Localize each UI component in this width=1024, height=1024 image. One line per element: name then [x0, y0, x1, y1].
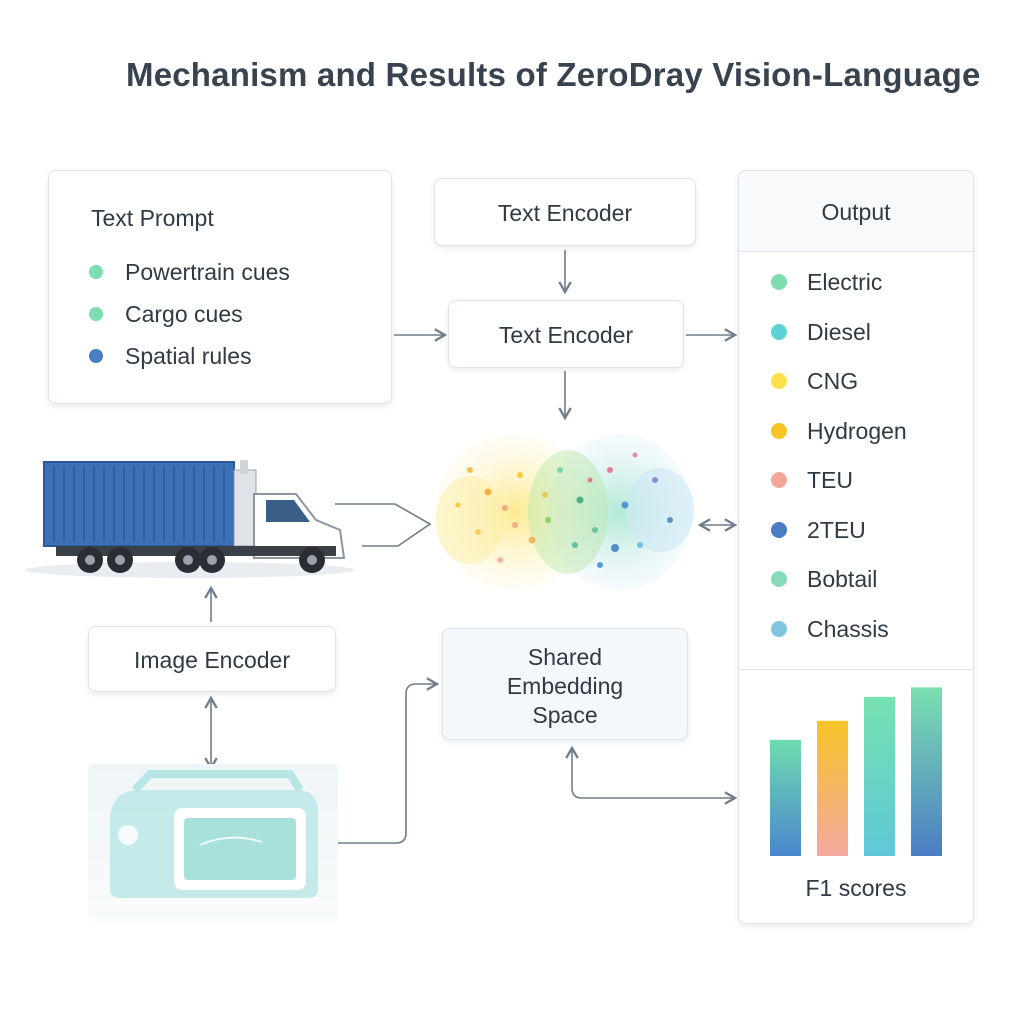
bullet-dot-icon [89, 348, 103, 363]
shared-label-line3: Space [532, 702, 598, 728]
output-item-cng: CNG [771, 368, 858, 395]
arrow-shared-to-chart [565, 745, 738, 805]
f1-bar-2 [817, 720, 848, 856]
output-divider [739, 669, 973, 670]
output-item-diesel: Diesel [771, 319, 871, 346]
bullet-dot-icon [771, 521, 787, 538]
diagram-title: Mechanism and Results of ZeroDray Vision… [126, 56, 981, 93]
f1-bar-4 [911, 687, 942, 856]
output-header: Output [739, 171, 973, 252]
bullet-dot-icon [771, 323, 787, 340]
image-encoder-label: Image Encoder [134, 647, 290, 673]
prompt-item-spatial: Spatial rules [89, 343, 252, 370]
scanner-illustration [88, 764, 338, 922]
shared-embedding-box: Shared Embedding Space [442, 628, 688, 740]
output-item-2teu: 2TEU [771, 517, 866, 544]
text-prompt-title: Text Prompt [91, 205, 214, 231]
bullet-dot-icon [771, 273, 787, 290]
output-title: Output [821, 199, 891, 225]
output-item-teu: TEU [771, 467, 853, 494]
text-encoder-mid-box: Text Encoder [448, 300, 684, 368]
prompt-item-powertrain: Powertrain cues [89, 259, 290, 286]
bullet-dot-icon [771, 570, 787, 587]
image-encoder-box: Image Encoder [88, 626, 336, 692]
bullet-dot-icon [89, 264, 103, 279]
f1-bar-3 [864, 696, 895, 856]
bullet-dot-icon [771, 471, 787, 488]
output-item-bobtail: Bobtail [771, 566, 877, 593]
embedding-cloud [435, 434, 694, 590]
text-encoder-top-label: Text Encoder [497, 200, 633, 226]
connector-truck-to-cloud [335, 503, 432, 547]
bullet-dot-icon [89, 306, 103, 321]
arrow-scanner-to-shared [330, 677, 440, 844]
output-item-chassis: Chassis [771, 616, 889, 643]
shared-label-line2: Embedding [506, 673, 624, 699]
output-item-electric: Electric [771, 269, 882, 296]
shared-label-line1: Shared [527, 644, 603, 670]
f1-bar-chart [770, 687, 942, 856]
bullet-dot-icon [771, 372, 787, 389]
bullet-dot-icon [771, 422, 787, 439]
output-item-hydrogen: Hydrogen [771, 418, 907, 445]
truck-illustration [25, 460, 355, 578]
text-encoder-mid-label: Text Encoder [498, 322, 634, 348]
text-encoder-top-box: Text Encoder [434, 178, 696, 246]
f1-bar-1 [770, 739, 801, 856]
text-prompt-card: Text Prompt Powertrain cues Cargo cues S… [48, 170, 392, 404]
chart-xlabel: F1 scores [805, 875, 907, 901]
prompt-item-cargo: Cargo cues [89, 301, 243, 328]
bullet-dot-icon [771, 620, 787, 637]
